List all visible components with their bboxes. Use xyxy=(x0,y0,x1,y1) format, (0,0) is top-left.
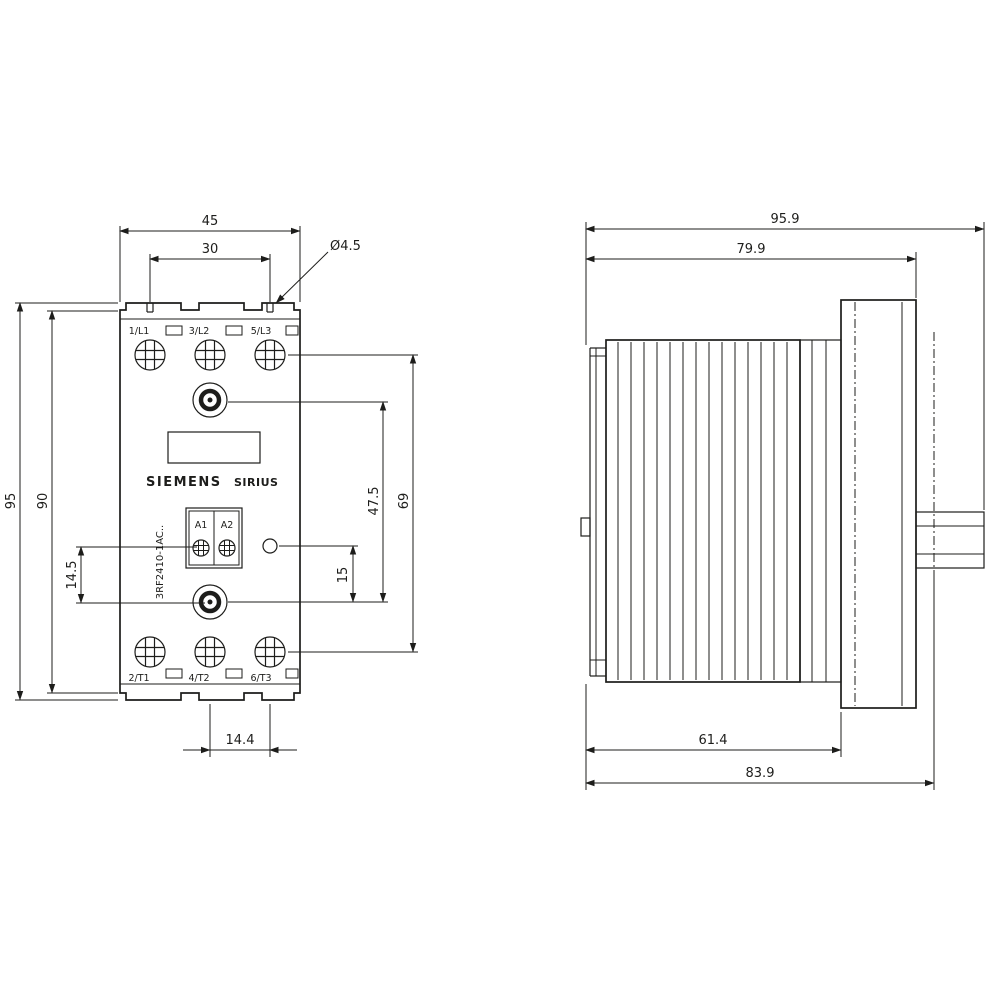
dim-screw-span: 47.5 xyxy=(228,401,388,603)
label-plate xyxy=(167,431,261,464)
front-body-outline xyxy=(119,302,301,701)
dim-terminal-pitch: 14.4 xyxy=(183,704,297,757)
terminal-label-6t3: 6/T3 xyxy=(250,673,271,684)
control-terminal-block: A1 A2 xyxy=(185,507,243,569)
terminal-screws-top xyxy=(134,339,286,371)
dim-text-15: 15 xyxy=(336,567,351,584)
dim-text-47-5: 47.5 xyxy=(367,487,382,516)
clamp-window xyxy=(165,325,183,336)
heatsink xyxy=(605,339,801,683)
screw-2T1 xyxy=(134,636,166,668)
dim-text-61-4: 61.4 xyxy=(699,733,728,748)
dim-text-69: 69 xyxy=(397,493,412,510)
mounting-screw-top xyxy=(193,383,227,417)
dim-text-79-9: 79.9 xyxy=(737,242,766,257)
side-view: 95.9 79.9 61.4 83.9 xyxy=(580,212,985,790)
brand-logo: SIEMENS xyxy=(146,475,222,490)
terminal-screws-bottom xyxy=(134,636,286,668)
dim-overall-height: 95 xyxy=(4,302,118,701)
dim-body-depth: 79.9 xyxy=(585,242,917,298)
control-terminal-a1: A1 xyxy=(195,520,208,531)
screw-1L1 xyxy=(134,339,166,371)
dim-text-14-5: 14.5 xyxy=(65,561,80,590)
dim-text-dia: Ø4.5 xyxy=(330,239,361,254)
dim-text-83-9: 83.9 xyxy=(746,766,775,781)
din-rail-bracket xyxy=(580,347,606,677)
terminal-label-5l3: 5/L3 xyxy=(251,326,272,337)
dim-text-14-4: 14.4 xyxy=(226,733,255,748)
screw-6T3 xyxy=(254,636,286,668)
terminal-label-2t1: 2/T1 xyxy=(128,673,149,684)
screw-3L2 xyxy=(194,339,226,371)
control-terminal-a2: A2 xyxy=(221,520,234,531)
terminal-label-1l1: 1/L1 xyxy=(129,326,150,337)
dim-text-45: 45 xyxy=(202,214,219,229)
control-screw-a2 xyxy=(218,539,236,557)
callout-hole-diameter: Ø4.5 xyxy=(275,239,361,304)
heatsink-base-plate xyxy=(799,339,842,683)
dim-mounting-height: 90 xyxy=(36,310,118,694)
product-code: 3RF2410-1AC.. xyxy=(155,525,166,600)
dim-slot-spacing: 30 xyxy=(149,242,271,302)
terminal-cover xyxy=(915,332,985,648)
mounting-screw-bottom xyxy=(193,585,227,619)
dim-text-95-9: 95.9 xyxy=(771,212,800,227)
reference-hole xyxy=(262,538,278,554)
control-screw-a1 xyxy=(192,539,210,557)
mounting-slot-left xyxy=(146,303,154,313)
mounting-slot-right xyxy=(266,303,274,313)
clamp-window xyxy=(225,325,243,336)
terminal-label-4t2: 4/T2 xyxy=(188,673,209,684)
clamp-window xyxy=(285,668,299,679)
dim-hole-offset: 15 xyxy=(279,545,358,603)
dim-text-30: 30 xyxy=(202,242,219,257)
dim-heatsink-depth: 61.4 xyxy=(585,684,842,790)
dim-text-95: 95 xyxy=(4,493,19,510)
dim-text-90: 90 xyxy=(36,493,51,510)
dim-overall-width: 45 xyxy=(119,214,301,302)
rail-clip-tab xyxy=(580,517,591,537)
screw-5L3 xyxy=(254,339,286,371)
dim-overall-depth: 95.9 xyxy=(585,212,985,510)
clamp-window xyxy=(225,668,243,679)
screw-4T2 xyxy=(194,636,226,668)
terminal-label-3l2: 3/L2 xyxy=(189,326,210,337)
dim-control-offset: 14.5 xyxy=(65,546,205,604)
clamp-window xyxy=(165,668,183,679)
clamp-window xyxy=(285,325,299,336)
housing-block xyxy=(840,299,917,709)
series-logo: SIRIUS xyxy=(234,476,278,489)
dim-cover-depth: 83.9 xyxy=(585,572,935,790)
front-view: 1/L1 3/L2 5/L3 SIEMENS SIRIUS A1 A2 3RF2… xyxy=(4,214,418,757)
dim-terminal-span: 69 xyxy=(288,354,418,653)
